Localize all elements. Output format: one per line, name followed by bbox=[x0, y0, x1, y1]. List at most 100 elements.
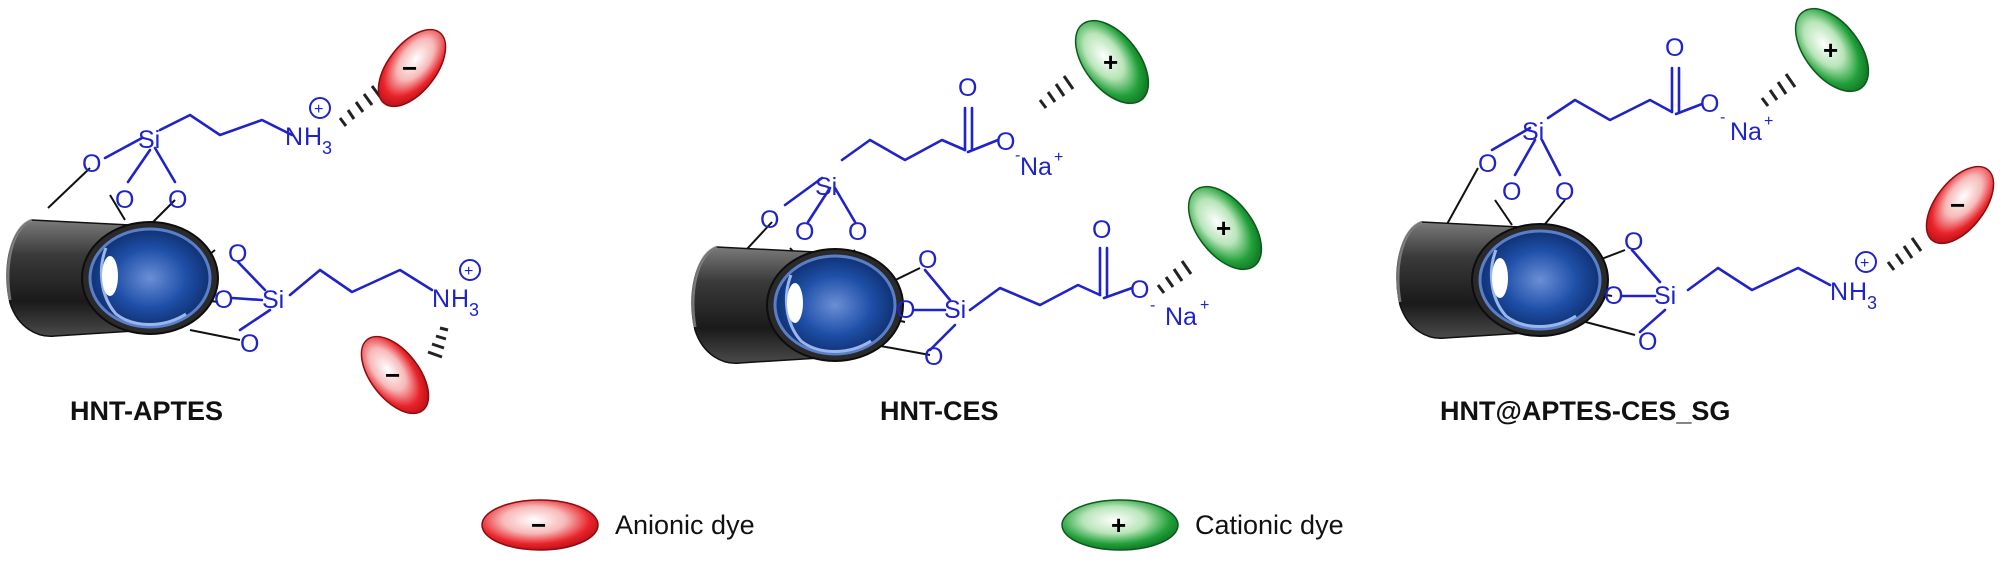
silicon-atom: Si bbox=[1654, 282, 1676, 310]
structure-label: HNT-CES bbox=[880, 396, 999, 426]
silane-bond bbox=[103, 113, 294, 184]
sodium-ion: Na bbox=[1165, 303, 1197, 331]
plus-sign: + bbox=[1823, 35, 1838, 65]
oxygen-atom: O bbox=[228, 240, 247, 268]
ionic-interaction-hash bbox=[427, 326, 449, 359]
nitrogen-atom: N bbox=[1830, 278, 1848, 306]
anchor-line bbox=[1577, 319, 1636, 336]
oxygen-atom: O bbox=[1700, 90, 1719, 118]
legend-anionic: − Anionic dye bbox=[481, 499, 755, 551]
oxygen-atom: O bbox=[795, 218, 814, 246]
legend-anionic-label: Anionic dye bbox=[615, 510, 755, 540]
anchor-line bbox=[47, 167, 91, 209]
silane-bond bbox=[913, 268, 1102, 352]
positive-charge-circle bbox=[459, 259, 481, 281]
oxygen-atom: O bbox=[82, 150, 101, 178]
positive-charge-sign: + bbox=[464, 263, 473, 280]
carboxylate-bond bbox=[1674, 102, 1704, 116]
ionic-interaction-hash bbox=[1156, 260, 1193, 294]
negative-charge: - bbox=[1015, 147, 1020, 164]
sodium-ion: Na bbox=[1730, 118, 1762, 146]
legend: − Anionic dye + Cationic dye bbox=[481, 499, 1344, 551]
silane-bond bbox=[1490, 98, 1674, 177]
oxygen-atom: O bbox=[1624, 228, 1643, 256]
minus-sign: − bbox=[385, 360, 400, 390]
legend-cationic: + Cationic dye bbox=[1061, 499, 1344, 551]
anchor-line bbox=[149, 199, 176, 226]
halloysite-nanotube bbox=[5, 218, 220, 338]
anionic-dye-swatch bbox=[481, 499, 599, 551]
ionic-interaction-hash bbox=[1038, 75, 1075, 109]
oxygen-atom: O bbox=[1555, 178, 1574, 206]
ionic-interaction-hash bbox=[338, 85, 383, 127]
oxygen-atom: O bbox=[760, 206, 779, 234]
halloysite-nanotube bbox=[690, 245, 905, 365]
oxygen-atom: O bbox=[214, 286, 233, 314]
oxygen-atom: O bbox=[1604, 282, 1623, 310]
silane-bond bbox=[783, 138, 967, 224]
oxygen-atom: O bbox=[1638, 328, 1657, 356]
structure-hnt-aptes: O Si O O N H 3 + O O Si O N H 3 + − − bbox=[5, 17, 481, 426]
minus-sign: − bbox=[1950, 190, 1965, 220]
negative-charge: - bbox=[1150, 297, 1155, 314]
ionic-interaction-hash bbox=[1760, 73, 1797, 107]
minus-sign: − bbox=[402, 53, 417, 83]
subscript-three: 3 bbox=[469, 300, 479, 320]
anchor-line bbox=[189, 329, 241, 341]
hydrogen-atom: H bbox=[1849, 278, 1867, 306]
anchor-line bbox=[1494, 199, 1513, 226]
subscript-three: 3 bbox=[322, 138, 332, 158]
carboxylate-bond bbox=[966, 138, 1000, 154]
positive-charge-circle bbox=[309, 97, 331, 119]
structure-hnt-ces: O Si O O O O - Na + O O Si O O O - Na + … bbox=[690, 6, 1277, 426]
carbonyl-double-bond bbox=[1098, 246, 1109, 297]
halloysite-nanotube bbox=[1395, 220, 1610, 340]
oxygen-atom: O bbox=[996, 128, 1015, 156]
oxygen-atom: O bbox=[168, 186, 187, 214]
anchor-line bbox=[109, 194, 126, 221]
carbonyl-double-bond bbox=[963, 106, 974, 152]
plus-sign: + bbox=[1103, 47, 1118, 77]
silicon-atom: Si bbox=[262, 286, 284, 314]
plus-sign: + bbox=[1216, 213, 1231, 243]
oxygen-atom: O bbox=[1092, 216, 1111, 244]
nitrogen-atom: N bbox=[285, 123, 303, 151]
oxygen-atom: O bbox=[924, 343, 943, 371]
oxygen-atom: O bbox=[1502, 178, 1521, 206]
sodium-charge: + bbox=[1764, 113, 1773, 130]
plus-sign: + bbox=[1111, 510, 1126, 540]
silane-bond bbox=[230, 260, 434, 332]
oxygen-atom: O bbox=[1478, 150, 1497, 178]
sodium-ion: Na bbox=[1020, 153, 1052, 181]
legend-cationic-label: Cationic dye bbox=[1195, 510, 1344, 540]
oxygen-atom: O bbox=[958, 74, 977, 102]
hydrogen-atom: H bbox=[451, 285, 469, 313]
minus-sign: − bbox=[531, 510, 546, 540]
carboxylate-bond bbox=[1102, 286, 1134, 300]
silane-bond bbox=[1620, 248, 1832, 334]
silicon-atom: Si bbox=[138, 126, 160, 154]
oxygen-atom: O bbox=[240, 330, 259, 358]
silicon-atom: Si bbox=[1522, 118, 1544, 146]
ionic-interaction-hash bbox=[1886, 237, 1923, 271]
anchor-line bbox=[874, 344, 931, 356]
silicon-atom: Si bbox=[944, 296, 966, 324]
carbonyl-double-bond bbox=[1670, 66, 1681, 114]
silicon-atom: Si bbox=[815, 173, 837, 201]
positive-charge-sign: + bbox=[314, 101, 323, 118]
structure-label: HNT-APTES bbox=[70, 396, 223, 426]
oxygen-atom: O bbox=[1665, 34, 1684, 62]
oxygen-atom: O bbox=[1130, 276, 1149, 304]
negative-charge: - bbox=[1720, 109, 1725, 126]
sodium-charge: + bbox=[1200, 297, 1209, 314]
structure-label: HNT@APTES-CES_SG bbox=[1440, 396, 1730, 426]
oxygen-atom: O bbox=[115, 186, 134, 214]
sodium-charge: + bbox=[1054, 149, 1063, 166]
positive-charge-sign: + bbox=[1860, 255, 1869, 272]
oxygen-atom: O bbox=[918, 246, 937, 274]
hydrogen-atom: H bbox=[304, 123, 322, 151]
cationic-dye-swatch bbox=[1061, 499, 1179, 551]
positive-charge-circle bbox=[1855, 251, 1877, 273]
